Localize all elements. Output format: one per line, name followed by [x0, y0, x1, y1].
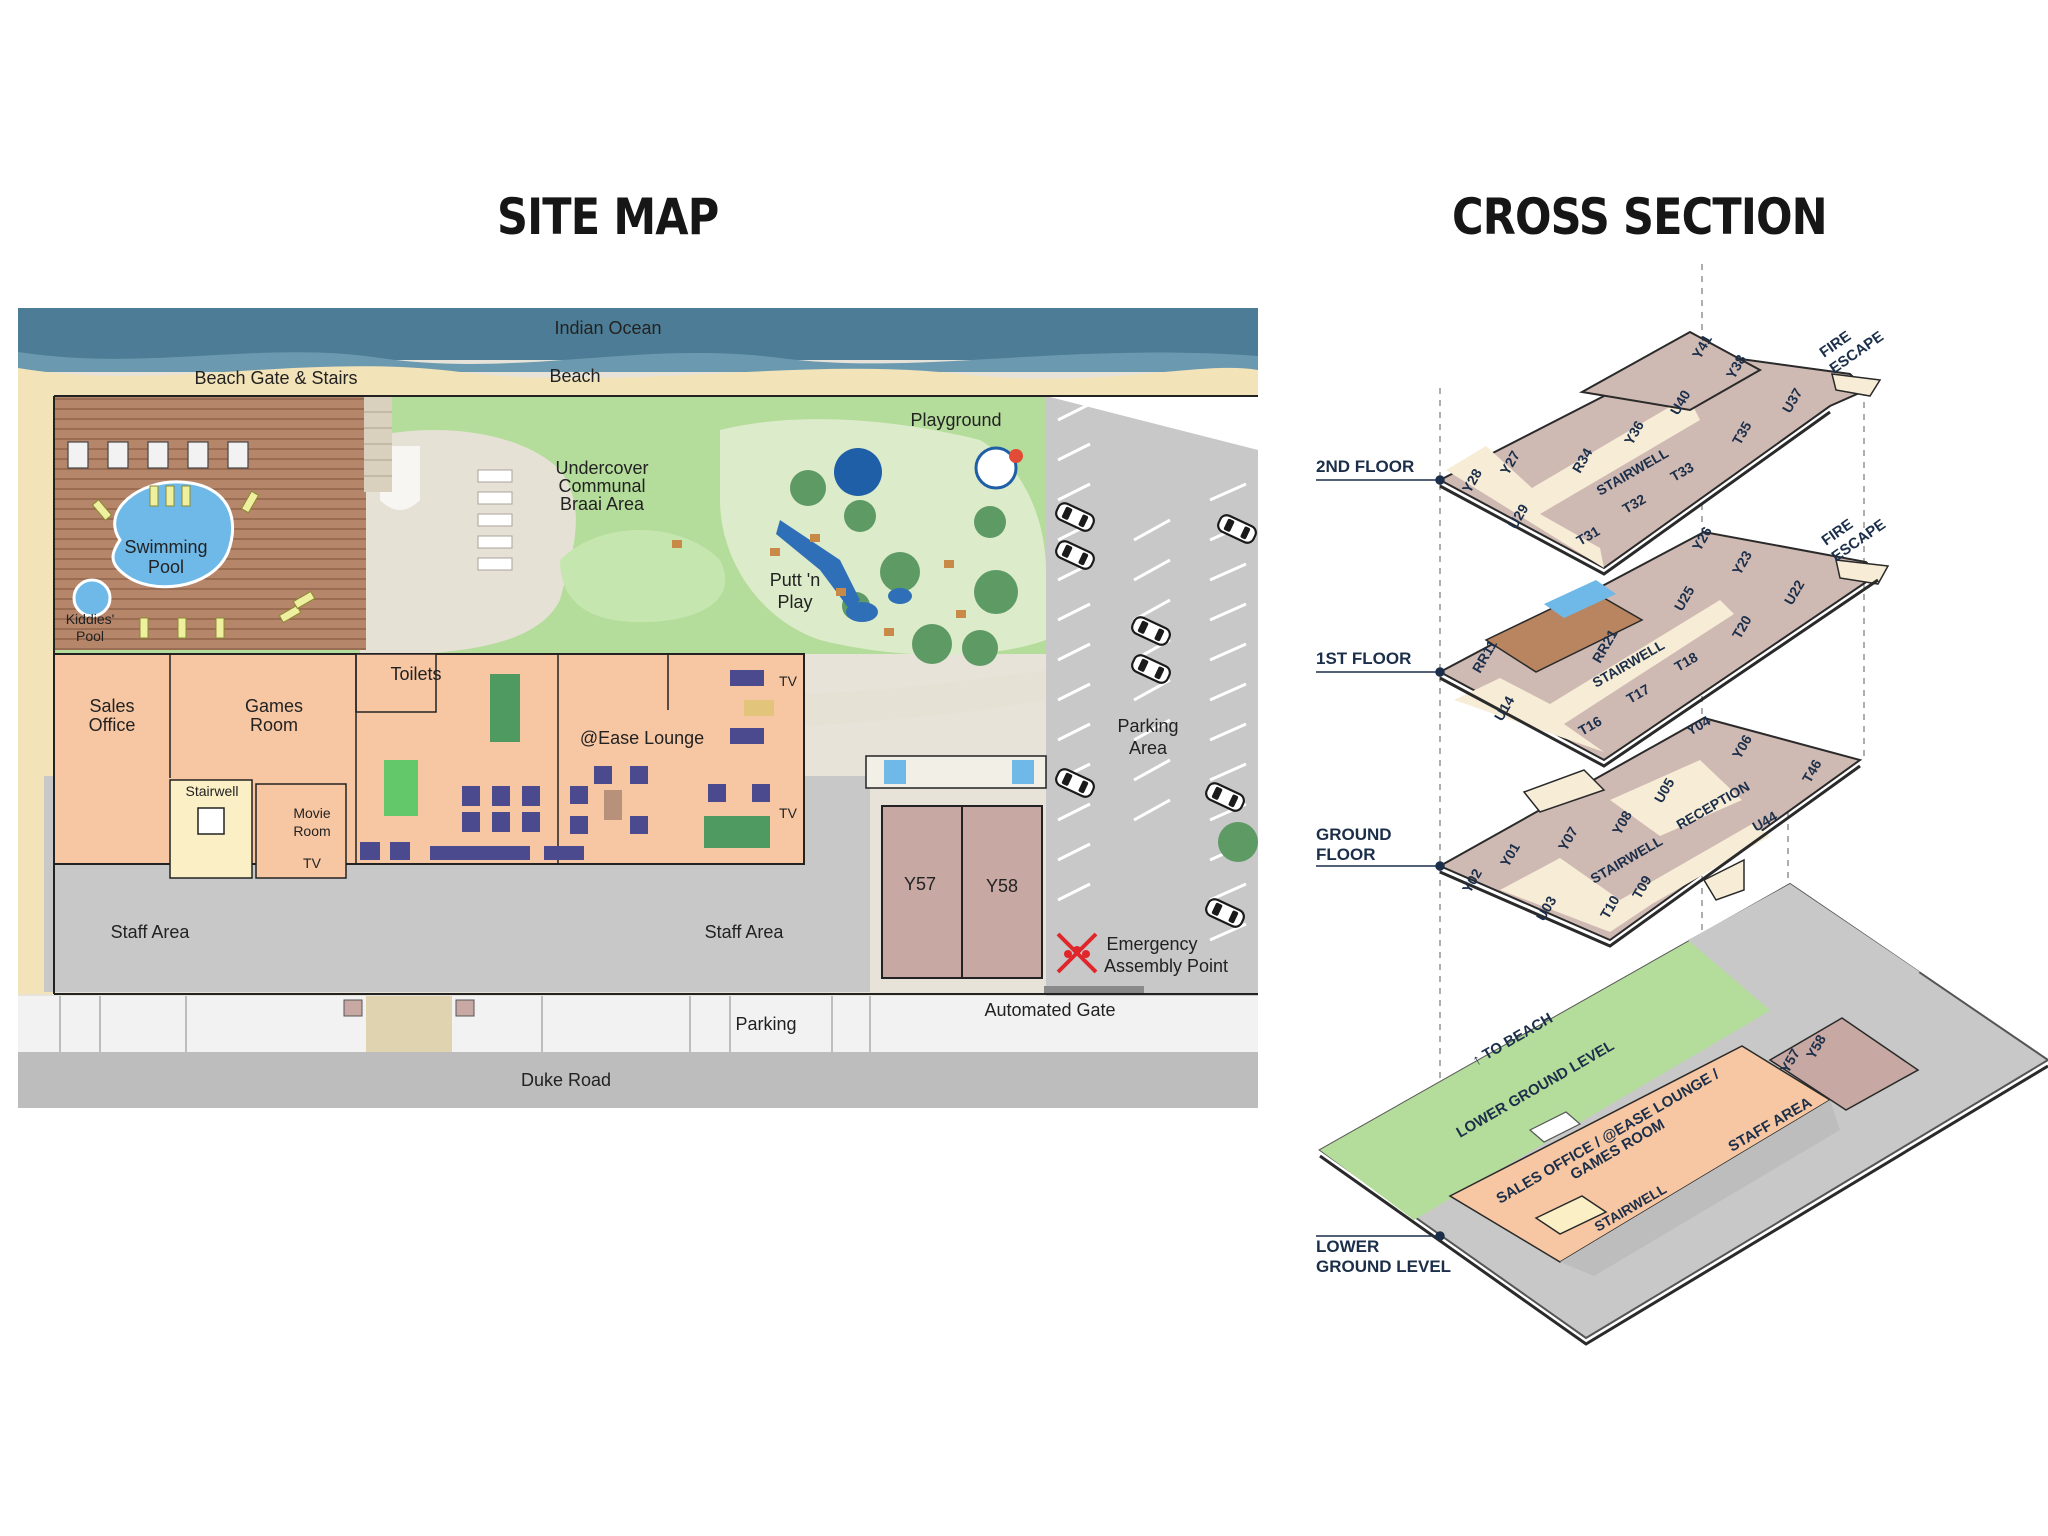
label-swimming-1: Swimming [124, 537, 207, 557]
label-emergency-1: Emergency [1106, 934, 1197, 954]
site-map: Indian Ocean Beach Beach Gate & Stairs P… [18, 308, 1260, 1108]
sunbed [139, 617, 149, 639]
sunbed [292, 590, 316, 610]
label-toilets: Toilets [390, 664, 441, 684]
pool-table-2 [704, 816, 770, 848]
label-duke-road: Duke Road [521, 1070, 611, 1090]
label-tv-movie: TV [303, 855, 322, 871]
label-staff-area-right: Staff Area [705, 922, 785, 942]
lower-ground-level [1318, 882, 2048, 1346]
sunbed [215, 617, 225, 639]
unit-y58 [961, 805, 1043, 979]
sunbed [91, 499, 113, 521]
label-braai-3: Braai Area [560, 494, 645, 514]
first-floor [1437, 530, 1890, 768]
sunbed [240, 490, 260, 514]
label-putt-2: Play [777, 592, 812, 612]
label-y57: Y57 [904, 874, 936, 894]
pool-table [490, 674, 520, 742]
plunge-pool [1012, 760, 1034, 784]
kiddies-pool [72, 578, 112, 618]
label-braai-2: Communal [558, 476, 645, 496]
site-map-heading: SITE MAP [497, 188, 719, 246]
cross-section-heading: CROSS SECTION [1452, 188, 1828, 246]
label-putt-1: Putt 'n [770, 570, 820, 590]
unit-y57 [881, 805, 963, 979]
playground-features [672, 446, 1023, 666]
label-tv-lounge: TV [779, 673, 798, 689]
label-playground: Playground [910, 410, 1001, 430]
sunbed [177, 617, 187, 639]
beach-sand [18, 366, 1258, 396]
sunbed [165, 485, 175, 507]
label-staff-area-left: Staff Area [111, 922, 191, 942]
lounge-furniture [360, 670, 770, 860]
lounger [147, 441, 169, 469]
automated-gate [1044, 986, 1144, 994]
ground-floor [1437, 716, 1863, 948]
parking-corner [1046, 396, 1258, 450]
swimming-pool [111, 480, 235, 589]
label-beach-gate: Beach Gate & Stairs [194, 368, 357, 388]
coffee-table [744, 700, 774, 716]
label-parking-area-1: Parking [1117, 716, 1178, 736]
label-kiddies-1: Kiddies' [66, 611, 115, 627]
label-braai-1: Undercover [555, 458, 648, 478]
entrance-steps [366, 996, 452, 1052]
label-indian-ocean: Indian Ocean [554, 318, 661, 338]
roundabout [1009, 449, 1023, 463]
label-movie-1: Movie [293, 805, 331, 821]
ocean [18, 308, 1258, 360]
label-kiddies-2: Pool [76, 628, 104, 644]
lounger [107, 441, 129, 469]
lawn [560, 530, 726, 623]
slide [834, 448, 882, 496]
stair-core [197, 807, 225, 835]
lounger [67, 441, 89, 469]
label-parking: Parking [735, 1014, 796, 1034]
lounger [227, 441, 249, 469]
label-tv-games: TV [779, 805, 798, 821]
umbrella [974, 446, 1018, 490]
level-ground-1: GROUND [1316, 825, 1392, 844]
level-lower-2: GROUND LEVEL [1316, 1257, 1451, 1276]
table-tennis [384, 760, 418, 816]
emergency-assembly-icon [1056, 932, 1098, 974]
movie-room [255, 783, 347, 879]
label-stairwell: Stairwell [186, 783, 239, 799]
duke-road [18, 1052, 1258, 1108]
sunbed [181, 485, 191, 507]
sunbed [149, 485, 159, 507]
label-emergency-2: Assembly Point [1104, 956, 1228, 976]
label-sales-1: Sales [89, 696, 134, 716]
street-parking [18, 996, 1258, 1052]
cross-section: 2ND FLOOR 1ST FLOOR GROUND FLOOR LOWER G… [1316, 264, 2048, 1346]
level-first-floor: 1ST FLOOR [1316, 649, 1411, 668]
label-parking-area-2: Area [1129, 738, 1168, 758]
braai-tables [477, 469, 513, 571]
label-sales-2: Office [89, 715, 136, 735]
lounger [187, 441, 209, 469]
tree [1218, 822, 1258, 862]
label-y58: Y58 [986, 876, 1018, 896]
label-games-2: Room [250, 715, 298, 735]
label-movie-2: Room [293, 823, 330, 839]
level-second-floor: 2ND FLOOR [1316, 457, 1414, 476]
level-ground-2: FLOOR [1316, 845, 1376, 864]
sunbed [278, 604, 302, 624]
second-floor [1437, 330, 1882, 576]
label-games-1: Games [245, 696, 303, 716]
label-lounge: @Ease Lounge [580, 728, 704, 748]
level-lower-1: LOWER [1316, 1237, 1379, 1256]
label-swimming-2: Pool [148, 557, 184, 577]
label-automated-gate: Automated Gate [984, 1000, 1115, 1020]
label-beach: Beach [549, 366, 600, 386]
plunge-pool [884, 760, 906, 784]
